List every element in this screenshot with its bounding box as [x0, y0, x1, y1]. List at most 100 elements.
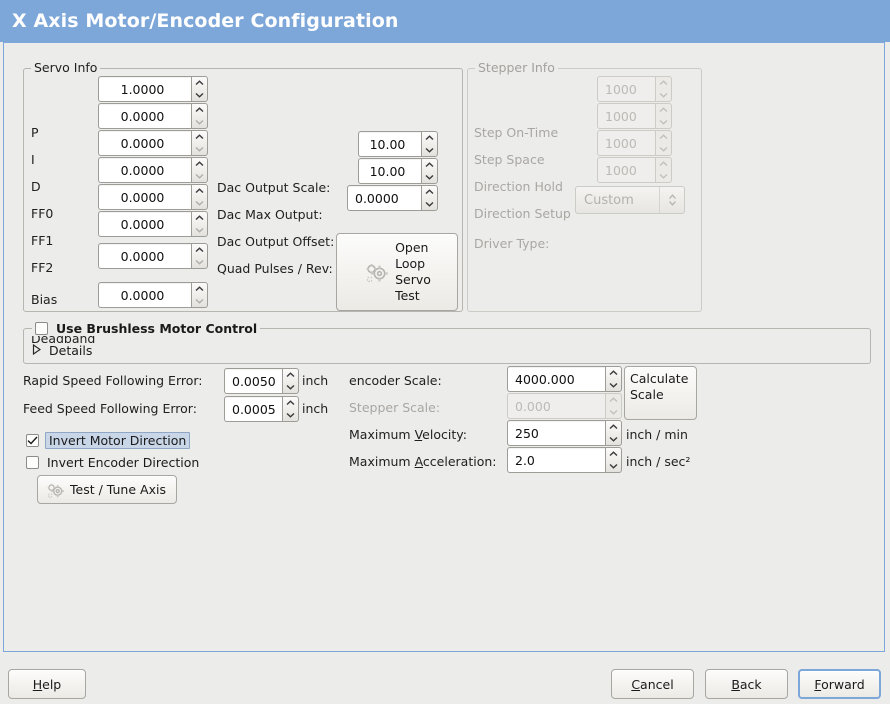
spin-up-icon[interactable]	[192, 244, 207, 256]
servo-spin-deadband-value[interactable]: 0.0000	[98, 282, 191, 308]
test-tune-axis-button[interactable]: Test / Tune Axis	[37, 475, 177, 504]
stepper-scale-value: 0.000	[507, 393, 605, 419]
spin-down-icon[interactable]	[422, 198, 437, 210]
checkbox-box[interactable]	[35, 322, 48, 335]
maximum-velocity-spin[interactable]: 250	[507, 420, 622, 446]
spin-up-icon[interactable]	[192, 283, 207, 295]
spin-down-icon[interactable]	[422, 171, 437, 183]
spin-down-icon[interactable]	[192, 197, 207, 209]
maximum-acceleration-value[interactable]: 2.0	[507, 447, 605, 473]
dac-output-scale-value[interactable]: 10.00	[358, 131, 421, 157]
servo-spin-ff2-value[interactable]: 0.0000	[98, 211, 191, 237]
details-label: Details	[49, 343, 93, 358]
spin-up-icon[interactable]	[192, 185, 207, 197]
feed-following-error-value[interactable]: 0.0005	[224, 396, 282, 422]
open-loop-servo-test-button[interactable]: Open Loop Servo Test	[336, 233, 458, 311]
encoder-scale-buttons[interactable]	[605, 366, 622, 392]
rapid-following-error-buttons[interactable]	[282, 368, 299, 394]
spin-down-icon[interactable]	[192, 143, 207, 155]
help-label: Help	[32, 676, 62, 692]
servo-spin-ff0-buttons[interactable]	[191, 157, 208, 183]
spin-up-icon[interactable]	[192, 104, 207, 116]
spin-down-icon[interactable]	[606, 460, 621, 472]
maximum-acceleration-buttons[interactable]	[605, 447, 622, 473]
checkbox-box[interactable]	[26, 434, 39, 447]
dac-max-output-buttons[interactable]	[421, 158, 438, 184]
rapid-following-error-spin[interactable]: 0.0050	[224, 368, 299, 394]
spin-down-icon[interactable]	[192, 116, 207, 128]
dac-output-offset-spin[interactable]: 0.0000	[347, 185, 438, 211]
spin-down-icon[interactable]	[422, 144, 437, 156]
stepper-spin-direction-setup: 1000	[597, 157, 672, 183]
forward-button[interactable]: Forward	[798, 669, 881, 699]
servo-spin-i-value[interactable]: 0.0000	[98, 103, 191, 129]
encoder-scale-spin[interactable]: 4000.000	[507, 366, 622, 392]
spin-up-icon[interactable]	[192, 158, 207, 170]
servo-spin-p[interactable]: 1.0000	[98, 76, 208, 102]
help-button[interactable]: Help	[8, 669, 86, 699]
servo-spin-bias-buttons[interactable]	[191, 243, 208, 269]
servo-spin-d[interactable]: 0.0000	[98, 130, 208, 156]
back-button[interactable]: Back	[705, 669, 788, 699]
encoder-scale-value[interactable]: 4000.000	[507, 366, 605, 392]
servo-spin-bias[interactable]: 0.0000	[98, 243, 208, 269]
checkbox-box[interactable]	[26, 456, 39, 469]
dac-output-scale-buttons[interactable]	[421, 131, 438, 157]
spin-down-icon[interactable]	[192, 295, 207, 307]
servo-spin-ff0-value[interactable]: 0.0000	[98, 157, 191, 183]
spin-up-icon[interactable]	[606, 367, 621, 379]
spin-up-icon[interactable]	[606, 421, 621, 433]
spin-up-icon[interactable]	[283, 369, 298, 381]
triangle-right-icon[interactable]	[32, 343, 42, 358]
spin-down-icon[interactable]	[283, 381, 298, 393]
spin-up-icon[interactable]	[422, 186, 437, 198]
cancel-button[interactable]: Cancel	[611, 669, 694, 699]
spin-up-icon[interactable]	[192, 131, 207, 143]
spin-down-icon[interactable]	[192, 224, 207, 236]
spin-up-icon[interactable]	[422, 132, 437, 144]
details-expander[interactable]: Details	[32, 343, 92, 358]
rapid-following-error-value[interactable]: 0.0050	[224, 368, 282, 394]
spin-down-icon[interactable]	[606, 379, 621, 391]
servo-spin-p-buttons[interactable]	[191, 76, 208, 102]
spin-down-icon[interactable]	[283, 409, 298, 421]
spin-down-icon[interactable]	[192, 89, 207, 101]
spin-up-icon[interactable]	[192, 212, 207, 224]
spin-down-icon	[656, 116, 671, 128]
spin-down-icon[interactable]	[192, 256, 207, 268]
invert-motor-direction-checkbox[interactable]: Invert Motor Direction	[26, 432, 191, 449]
servo-spin-bias-value[interactable]: 0.0000	[98, 243, 191, 269]
servo-spin-deadband[interactable]: 0.0000	[98, 282, 208, 308]
servo-spin-d-value[interactable]: 0.0000	[98, 130, 191, 156]
spin-down-icon[interactable]	[192, 170, 207, 182]
servo-spin-deadband-buttons[interactable]	[191, 282, 208, 308]
feed-following-error-buttons[interactable]	[282, 396, 299, 422]
spin-up-icon[interactable]	[192, 77, 207, 89]
spin-up-icon[interactable]	[606, 448, 621, 460]
dac-output-offset-buttons[interactable]	[421, 185, 438, 211]
feed-following-error-spin[interactable]: 0.0005	[224, 396, 299, 422]
servo-spin-ff1[interactable]: 0.0000	[98, 184, 208, 210]
servo-spin-d-buttons[interactable]	[191, 130, 208, 156]
spin-up-icon[interactable]	[283, 397, 298, 409]
use-brushless-motor-control-checkbox[interactable]: Use Brushless Motor Control	[32, 321, 261, 336]
spin-up-icon[interactable]	[422, 159, 437, 171]
servo-spin-i-buttons[interactable]	[191, 103, 208, 129]
maximum-acceleration-spin[interactable]: 2.0	[507, 447, 622, 473]
dac-max-output-value[interactable]: 10.00	[358, 158, 421, 184]
spin-down-icon[interactable]	[606, 433, 621, 445]
servo-spin-ff1-buttons[interactable]	[191, 184, 208, 210]
invert-encoder-direction-checkbox[interactable]: Invert Encoder Direction	[26, 455, 199, 470]
servo-spin-ff1-value[interactable]: 0.0000	[98, 184, 191, 210]
maximum-velocity-value[interactable]: 250	[507, 420, 605, 446]
dac-output-offset-value[interactable]: 0.0000	[347, 185, 421, 211]
servo-spin-ff2[interactable]: 0.0000	[98, 211, 208, 237]
calculate-scale-button[interactable]: Calculate Scale	[624, 366, 697, 420]
dac-max-output-spin[interactable]: 10.00	[358, 158, 438, 184]
servo-spin-ff0[interactable]: 0.0000	[98, 157, 208, 183]
servo-spin-ff2-buttons[interactable]	[191, 211, 208, 237]
servo-spin-i[interactable]: 0.0000	[98, 103, 208, 129]
servo-spin-p-value[interactable]: 1.0000	[98, 76, 191, 102]
dac-output-scale-spin[interactable]: 10.00	[358, 131, 438, 157]
maximum-velocity-buttons[interactable]	[605, 420, 622, 446]
